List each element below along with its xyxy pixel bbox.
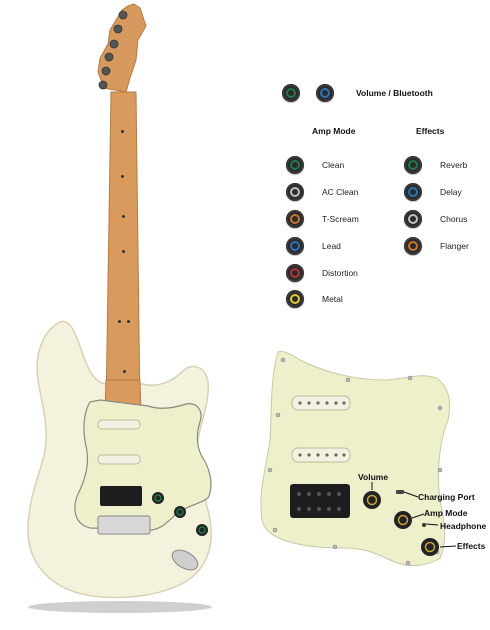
effects-heading: Effects — [416, 126, 445, 136]
amp-mode-clean: Clean — [322, 160, 345, 170]
loaded-pickguard — [260, 351, 450, 566]
amp-mode-heading: Amp Mode — [312, 126, 356, 136]
headphone-callout: Headphone — [440, 521, 487, 531]
chorus-knob-icon — [404, 210, 422, 228]
effects-callout: Effects — [457, 541, 486, 551]
reverb-knob-icon — [404, 156, 422, 174]
volume-callout: Volume — [358, 472, 389, 482]
guitar-knob-3 — [196, 524, 208, 536]
effect-chorus: Chorus — [440, 214, 468, 224]
charging-port-icon — [396, 490, 404, 494]
panel-volume-knob — [363, 491, 381, 509]
amp-mode-callout: Amp Mode — [424, 508, 468, 518]
guitar-knob-2 — [174, 506, 186, 518]
t-scream-knob-icon — [286, 210, 304, 228]
panel-effects-knob — [421, 538, 439, 556]
metal-knob-icon — [286, 290, 304, 308]
lead-knob-icon — [286, 237, 304, 255]
effect-delay: Delay — [440, 187, 462, 197]
output-jack — [171, 549, 199, 571]
amp-mode-t-scream: T-Scream — [322, 214, 359, 224]
tuner-pegs — [98, 10, 128, 90]
neck-pickup — [97, 419, 141, 430]
middle-pickup — [97, 454, 141, 465]
callout-lines — [371, 482, 457, 548]
volume-bluetooth-label: Volume / Bluetooth — [356, 88, 433, 98]
bridge-humbucker — [100, 486, 142, 506]
headphone-jack-icon — [422, 523, 426, 527]
charging-port-callout: Charging Port — [418, 492, 475, 502]
amp-mode-ac-clean: AC Clean — [322, 187, 359, 197]
delay-knob-icon — [404, 183, 422, 201]
amp-mode-lead: Lead — [322, 241, 341, 251]
tremolo-bridge — [97, 515, 151, 535]
flanger-knob-icon — [404, 237, 422, 255]
amp-mode-distortion: Distortion — [322, 268, 358, 278]
volume-knob-green-icon — [282, 84, 300, 102]
panel-amp-mode-knob — [394, 511, 412, 529]
ac-clean-knob-icon — [286, 183, 304, 201]
panel-humbucker — [290, 484, 350, 518]
effect-flanger: Flanger — [440, 241, 469, 251]
panel-neck-pickup — [291, 395, 351, 411]
bluetooth-knob-blue-icon — [316, 84, 334, 102]
effect-reverb: Reverb — [440, 160, 468, 170]
clean-knob-icon — [286, 156, 304, 174]
amp-mode-metal: Metal — [322, 294, 343, 304]
panel-middle-pickup — [291, 447, 351, 463]
guitar-shadow — [28, 601, 212, 613]
guitar-knob-1 — [152, 492, 164, 504]
distortion-knob-icon — [286, 264, 304, 282]
